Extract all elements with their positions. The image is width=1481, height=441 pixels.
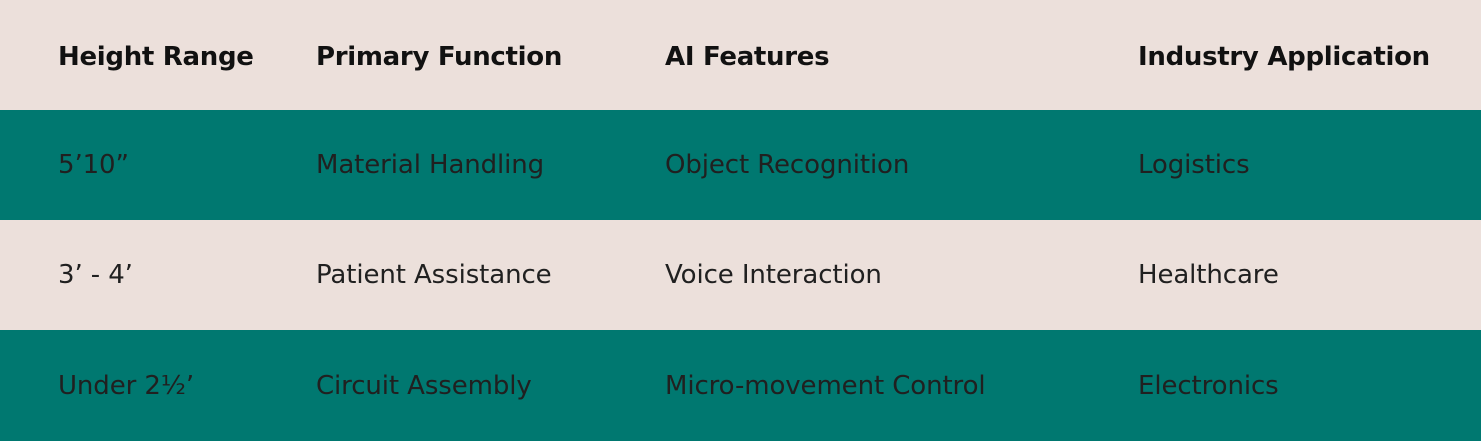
table-row: 5’10” Material Handling Object Recogniti… bbox=[0, 110, 1481, 220]
cell-height-range: 5’10” bbox=[58, 150, 129, 180]
column-header-industry-application: Industry Application bbox=[1138, 42, 1430, 72]
cell-ai-features: Object Recognition bbox=[665, 150, 910, 180]
cell-primary-function: Circuit Assembly bbox=[316, 370, 532, 401]
cell-primary-function: Material Handling bbox=[316, 150, 545, 180]
cell-industry-application: Healthcare bbox=[1138, 260, 1279, 290]
column-header-primary-function: Primary Function bbox=[316, 42, 563, 72]
table-header-row: Height Range Primary Function AI Feature… bbox=[0, 0, 1481, 110]
cell-industry-application: Logistics bbox=[1138, 150, 1250, 180]
table-row: Under 2½’ Circuit Assembly Micro-movemen… bbox=[0, 330, 1481, 441]
table-row: 3’ - 4’ Patient Assistance Voice Interac… bbox=[0, 220, 1481, 330]
cell-height-range: 3’ - 4’ bbox=[58, 260, 133, 290]
cell-ai-features: Voice Interaction bbox=[665, 260, 882, 290]
column-header-height-range: Height Range bbox=[58, 42, 254, 72]
column-header-ai-features: AI Features bbox=[665, 42, 830, 72]
cell-ai-features: Micro-movement Control bbox=[665, 370, 986, 401]
cell-height-range: Under 2½’ bbox=[58, 370, 195, 401]
cell-industry-application: Electronics bbox=[1138, 370, 1279, 401]
cell-primary-function: Patient Assistance bbox=[316, 260, 552, 290]
